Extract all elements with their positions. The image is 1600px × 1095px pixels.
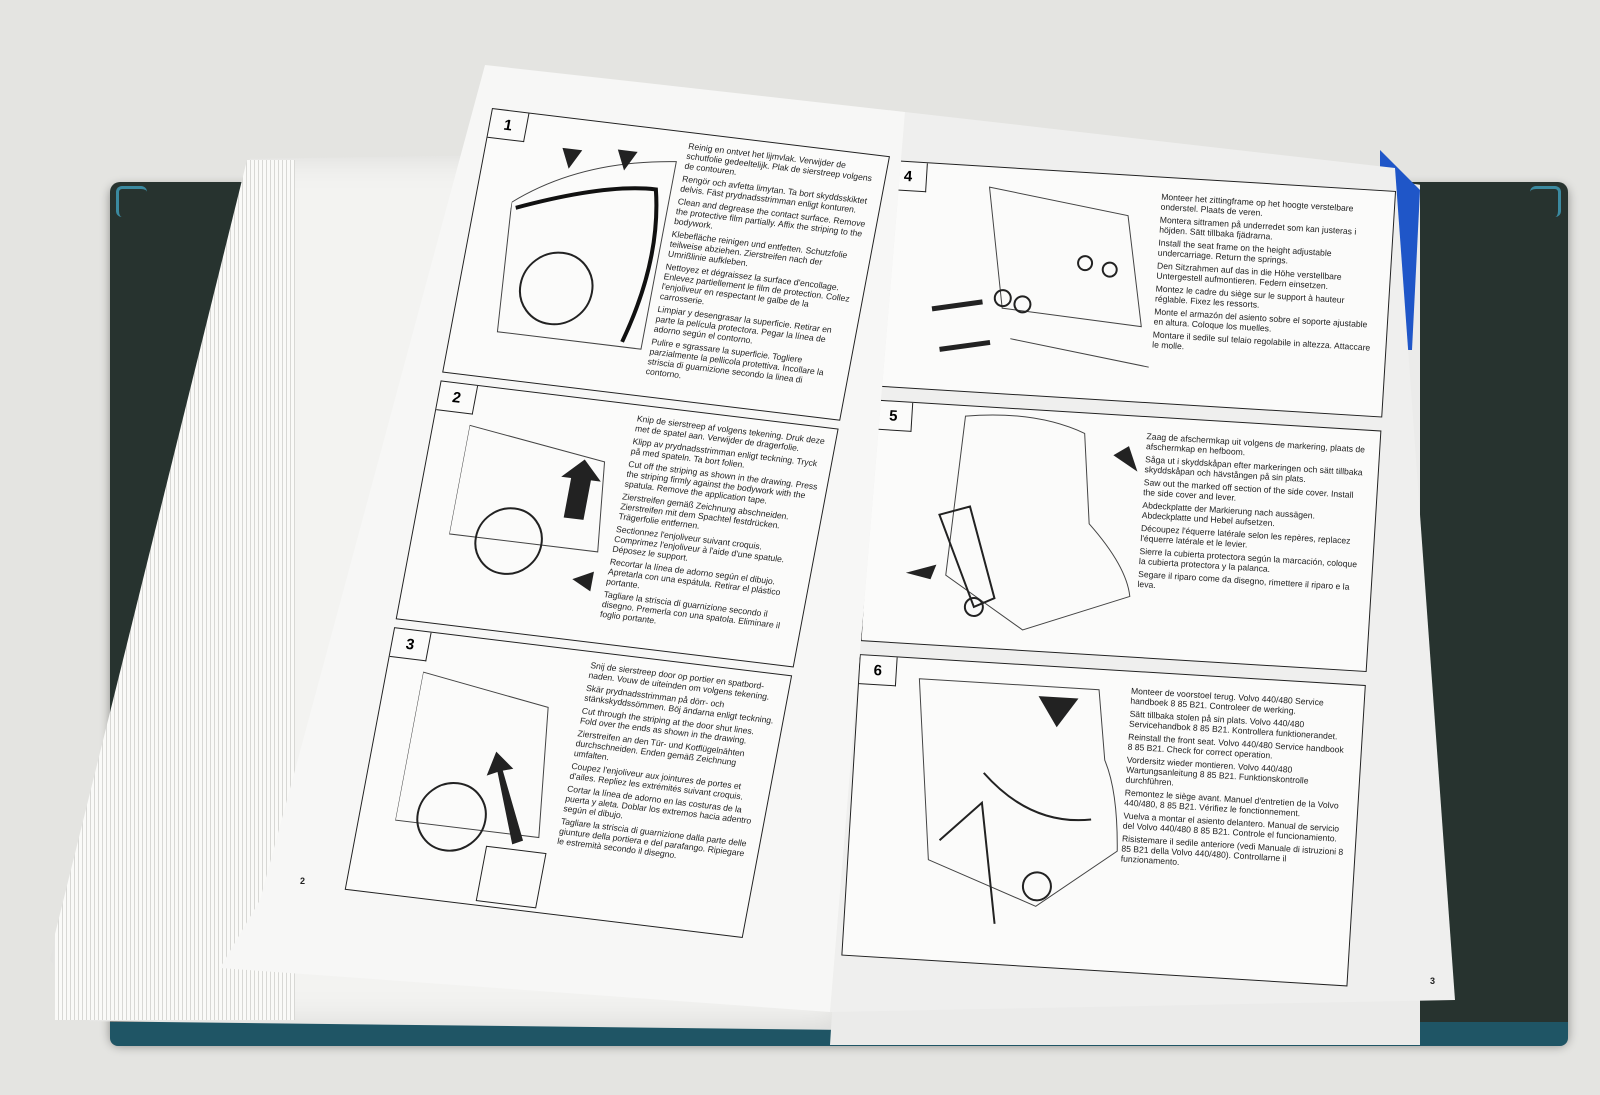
binder-corner bbox=[1530, 186, 1561, 217]
step-panel-1: 1 Reinig en ontvet het lijmvlak. Verwijd… bbox=[442, 108, 890, 421]
page-number-right: 3 bbox=[1430, 976, 1436, 986]
car-side-illustration bbox=[448, 424, 606, 592]
page-number-left: 2 bbox=[300, 876, 306, 886]
seat-side-cover-illustration bbox=[905, 414, 1138, 631]
step-panel-6: 6 Monteer de voorstoel terug. Volvo 440/… bbox=[841, 654, 1366, 987]
volvo-watermark: VOLVO bbox=[837, 67, 959, 121]
binder-corner bbox=[116, 186, 147, 217]
step-panel-5: 5 Zaag de afschermkap uit volgens de mar… bbox=[860, 399, 1382, 673]
front-seat-illustration bbox=[918, 678, 1118, 924]
step-panel-4: 4 Monteer het zittingframe op het hoogte… bbox=[876, 160, 1397, 418]
step-text: Snij de sierstreep door op portier en sp… bbox=[556, 660, 782, 872]
step-text: Monteer de voorstoel terug. Volvo 440/48… bbox=[1120, 686, 1353, 880]
seat-frame-illustration bbox=[931, 186, 1149, 368]
car-door-illustration bbox=[394, 671, 549, 909]
step-text: Knip de sierstreep af volgens tekening. … bbox=[599, 413, 828, 644]
step-text: Reinig en ontvet het lijmvlak. Verwijder… bbox=[644, 141, 879, 402]
step-text: Monteer het zittingframe op het hoogte v… bbox=[1152, 192, 1383, 366]
car-rear-illustration bbox=[496, 147, 677, 350]
step-panel-2: 2 Knip de sierstreep af volgens tekening… bbox=[395, 380, 839, 668]
step-number: 6 bbox=[858, 655, 898, 687]
step-text: Zaag de afschermkap uit volgens de marke… bbox=[1137, 431, 1368, 605]
step-panel-3: 3 Snij de sierstreep door op portier en … bbox=[344, 627, 793, 938]
